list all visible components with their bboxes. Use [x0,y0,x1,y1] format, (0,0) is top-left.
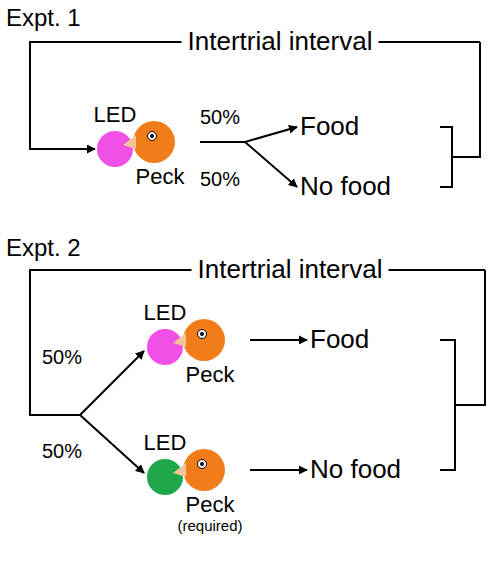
node-label: LED [90,102,140,127]
outcome-arrow [250,469,307,471]
probability-label: 50% [42,440,82,463]
pupil [200,332,204,336]
outcome-text: Food [300,112,359,142]
probability-label: 50% [42,346,82,369]
node-label: Food [310,325,369,355]
led-light: LED [140,300,190,367]
pigeon-head [172,316,248,362]
intertrial-loop [30,270,485,415]
node-label: Peck [122,164,198,189]
led-light: LED [140,430,190,497]
node-label: LED [140,300,190,325]
node-label: No food [310,455,401,485]
outcome-text: No food [300,172,391,202]
pupil [150,134,154,138]
led-circle [147,329,183,365]
led-symbol [140,325,190,367]
outcome-text: No food [310,455,401,485]
led-symbol [140,455,190,497]
led-light: LED [90,102,140,169]
outcome-bracket [440,127,452,187]
node-label: LED [140,430,190,455]
head-circle [183,319,225,361]
pigeon-peck: Peck(required) [172,446,248,535]
branch-line [80,415,144,473]
eye [148,132,157,141]
led-circle [147,459,183,495]
beak [173,333,186,347]
beak [173,463,186,477]
pigeon-peck: Peck [172,316,248,387]
head-circle [133,121,175,163]
outcome-text: Food [310,325,369,355]
branch-line [80,351,144,415]
eye [198,460,207,469]
pupil [200,462,204,466]
node-label: Peck [172,492,248,517]
probability-label: 50% [200,168,240,191]
probability-label: 50% [200,106,240,129]
led-symbol [90,127,140,169]
loop-label: Intertrial interval [192,255,389,285]
intertrial-loop [30,42,480,149]
node-label: No food [300,172,391,202]
head-circle [183,449,225,491]
pigeon-peck: Peck [122,118,198,189]
outcome-bracket [440,340,455,470]
node-label: Peck [172,362,248,387]
node-note: (required) [172,517,248,534]
experiment-title: Expt. 2 [6,234,81,262]
outcome-arrow [250,339,307,341]
intertrial-loop [455,270,485,405]
loop-label: Intertrial interval [182,27,379,57]
intertrial-loop [452,42,480,157]
outcome-arrow [200,127,297,142]
experiment-title: Expt. 1 [6,4,81,32]
eye [198,330,207,339]
node-label: Food [300,112,359,142]
pigeon-head [122,118,198,164]
pigeon-head [172,446,248,492]
led-circle [97,131,133,167]
beak [123,135,136,149]
